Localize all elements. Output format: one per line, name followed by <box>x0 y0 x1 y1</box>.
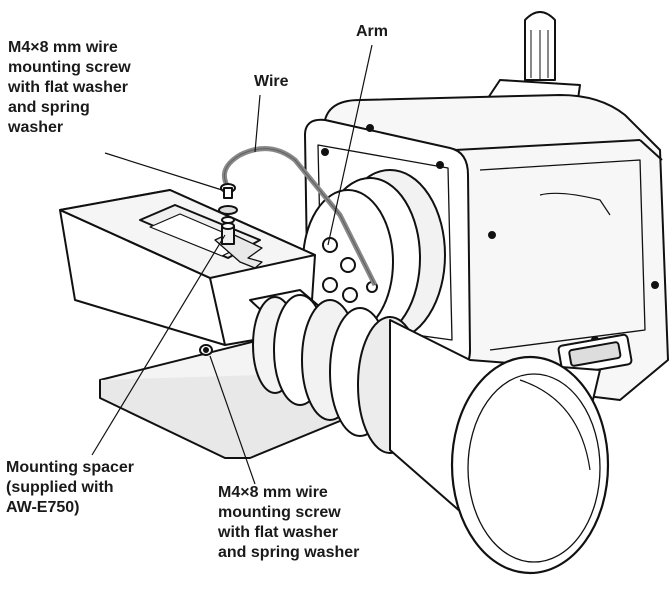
leader-spacer <box>91 234 226 456</box>
label-wire: Wire <box>254 73 289 90</box>
top-screw <box>218 183 238 245</box>
leader-bottom-screw <box>209 355 256 485</box>
arm-mount <box>302 169 446 341</box>
leader-arm <box>327 44 373 246</box>
label-mounting-spacer: Mounting spacer (supplied with AW-E750) <box>6 459 135 516</box>
wire <box>221 146 378 287</box>
bottom-screw <box>199 344 213 356</box>
leader-wire <box>254 94 261 153</box>
leader-top-screw <box>104 152 223 191</box>
label-bottom-screw: M4×8 mm wire mounting screw with flat wa… <box>218 484 360 561</box>
lens-drive-unit <box>59 189 316 346</box>
zoom-lens <box>249 289 610 575</box>
label-top-screw: M4×8 mm wire mounting screw with flat wa… <box>8 39 131 136</box>
label-arm: Arm <box>356 23 389 40</box>
